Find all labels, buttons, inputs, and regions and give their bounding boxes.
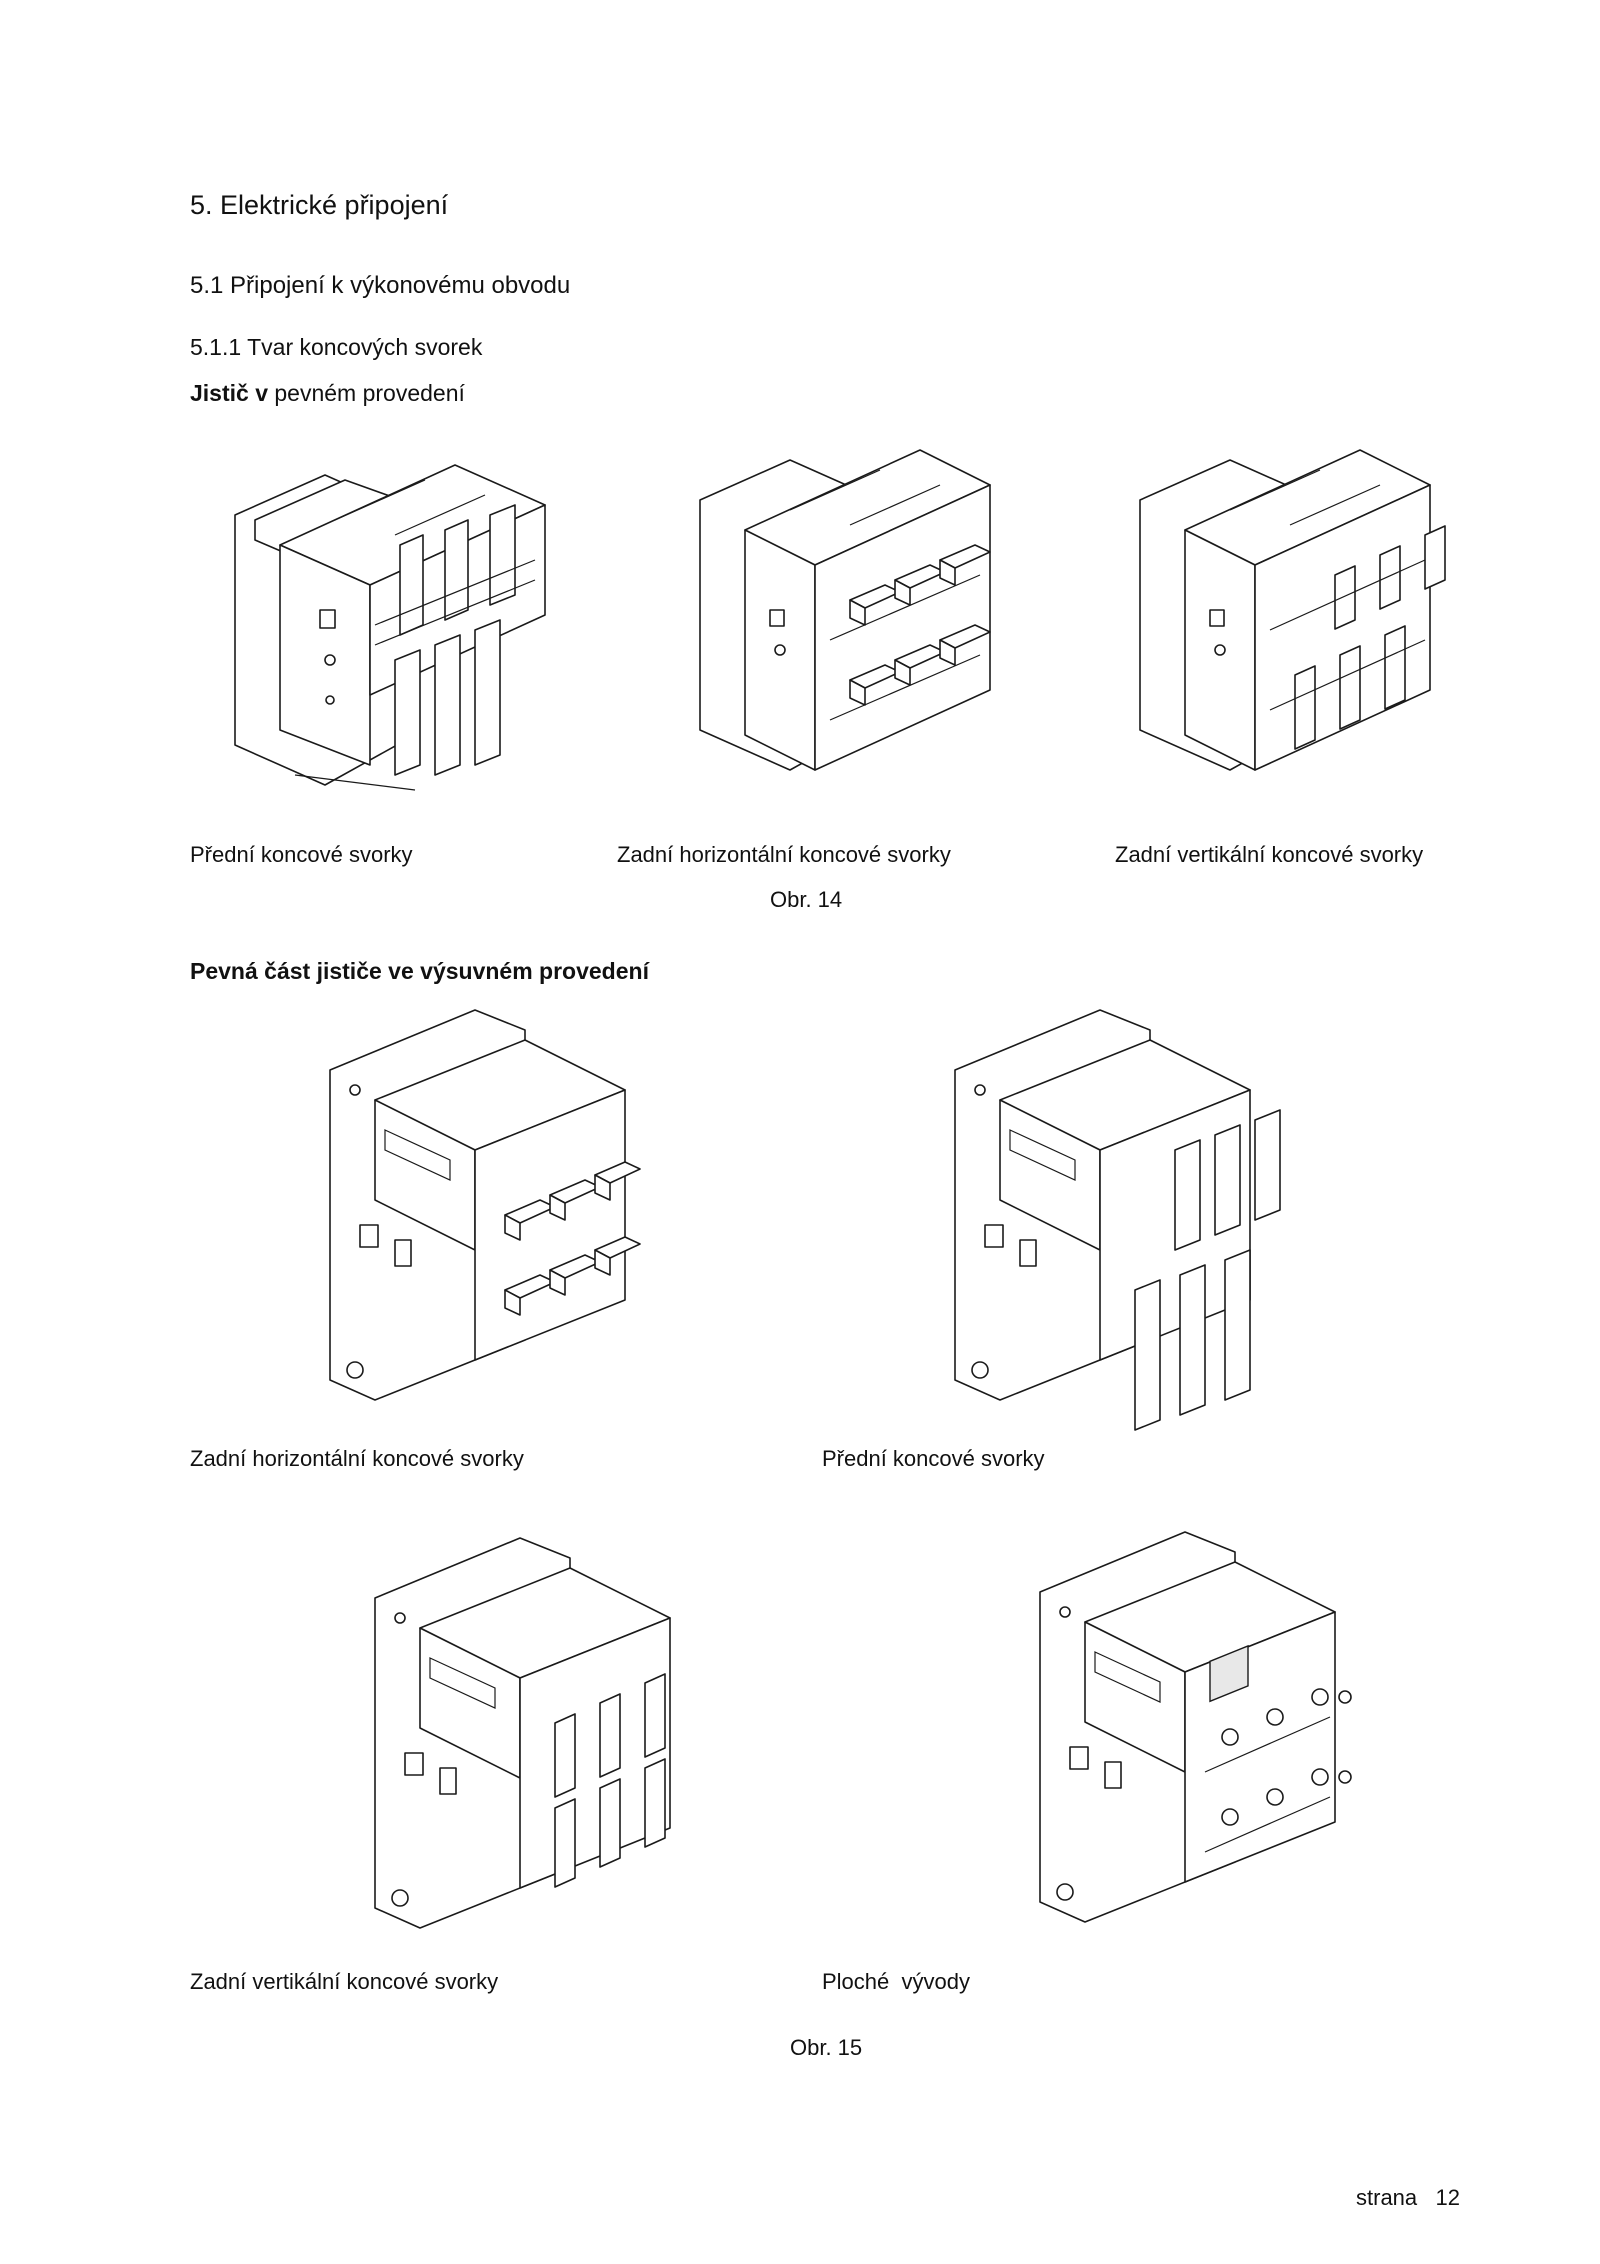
- fig14-label: Obr. 14: [770, 887, 843, 912]
- breaker-front-terminals-illustration: [225, 445, 565, 805]
- frame-flat-terminals-illustration: [1035, 1522, 1385, 1942]
- withdrawable-heading: Pevná část jističe ve výsuvném provedení: [190, 958, 649, 984]
- frame-rear-vertical-terminals-illustration: [370, 1528, 710, 1948]
- breaker-rear-horizontal-terminals-illustration: [690, 430, 1010, 790]
- subsection-heading: 5.1 Připojení k výkonovému obvodu: [190, 272, 571, 299]
- fig15-caption-flat: Ploché vývody: [822, 1969, 970, 1994]
- fig15-caption-rear-vertical: Zadní vertikální koncové svorky: [190, 1969, 499, 1994]
- fig15-label: Obr. 15: [790, 2035, 863, 2060]
- fixed-version-label-bold: Jistič v: [190, 380, 268, 406]
- fixed-version-label: Jistič v pevném provedení: [190, 380, 465, 407]
- page-number: 12: [1435, 2185, 1460, 2210]
- fig14-caption-rear-vertical: Zadní vertikální koncové svorky: [1115, 842, 1424, 867]
- subsubsection-heading: 5.1.1 Tvar koncových svorek: [190, 334, 483, 360]
- page-footer-label: strana: [1356, 2185, 1418, 2210]
- frame-rear-horizontal-terminals-illustration: [325, 1000, 655, 1410]
- fig14-caption-rear-horizontal: Zadní horizontální koncové svorky: [617, 842, 951, 867]
- frame-front-terminals-illustration: [950, 1000, 1300, 1440]
- fig14-caption-front: Přední koncové svorky: [190, 842, 413, 867]
- fixed-version-label-rest: pevném provedení: [268, 380, 465, 406]
- page-footer: strana 12: [1356, 2185, 1460, 2211]
- section-heading: 5. Elektrické připojení: [190, 190, 449, 220]
- fig15-caption-rear-horizontal: Zadní horizontální koncové svorky: [190, 1446, 524, 1471]
- breaker-rear-vertical-terminals-illustration: [1130, 430, 1460, 790]
- fig15-caption-front: Přední koncové svorky: [822, 1446, 1045, 1471]
